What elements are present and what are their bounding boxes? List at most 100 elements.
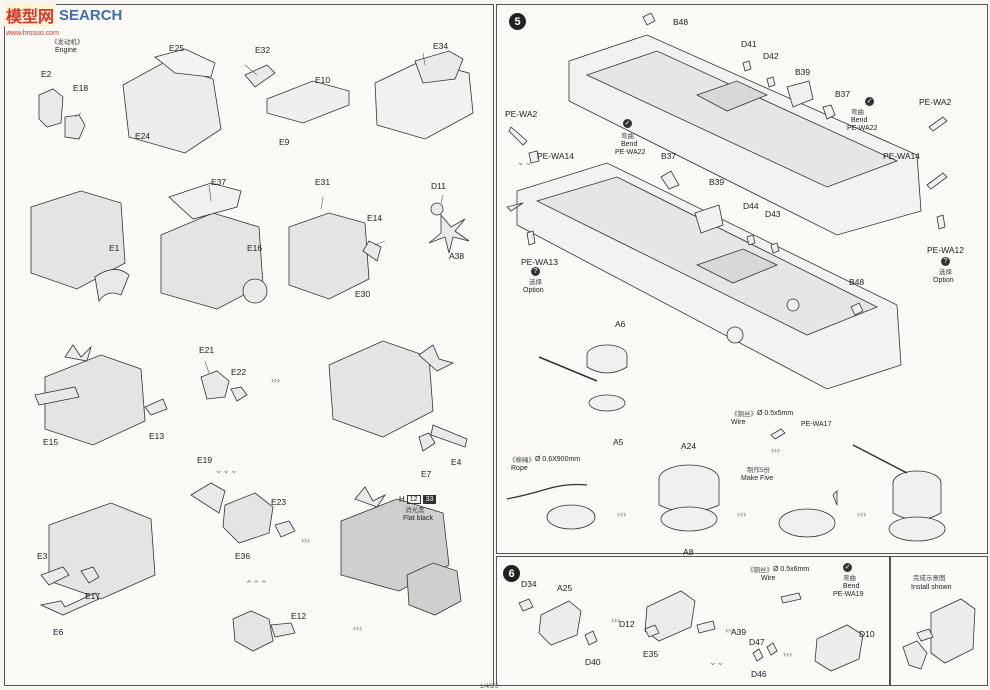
svg-text:›››: ››› [617,509,626,519]
page-number: 1/4/5/6 [480,684,499,690]
part-label: E2 [41,69,52,79]
svg-text:⌄⌄: ⌄⌄ [517,157,532,167]
part-label: PE-WA2 [505,109,538,119]
part-label: D34 [521,579,537,589]
part-label: E16 [247,243,263,253]
part-label: E12 [291,611,307,621]
part-label: D46 [751,669,767,679]
watermark-brand: 模型网 [4,3,57,27]
svg-text:›››: ››› [737,509,746,519]
svg-text:›››: ››› [725,625,734,635]
part-label: E37 [211,177,227,187]
svg-text:›››: ››› [611,615,620,625]
install-drawing [902,598,976,670]
bend-cn: 弯曲 [621,133,634,140]
part-label: D40 [585,657,601,667]
install-shown-panel: 完成示意图 Install shown [890,556,988,686]
option-cn: 选择 [529,279,542,286]
option-part: PE-WA12 [927,245,965,255]
engine-title: Engine [55,47,77,54]
part-label: D41 [741,39,757,49]
step-number: 6 [503,565,520,582]
svg-text:›››: ››› [771,445,780,455]
part-label: A6 [615,319,626,329]
part-label: E18 [73,83,89,93]
engine-drawings: ››› ⌄⌄⌄ ››› ⌃⌃⌃ ‹‹‹ [30,48,474,652]
part-label: A24 [681,441,697,451]
bend-part: PE-WA19 [833,591,864,598]
part-label: E10 [315,75,331,85]
rope-cn: 《棉绳》 [509,457,535,464]
engine-assembly-panel: ››› ⌄⌄⌄ ››› ⌃⌃⌃ ‹‹‹ 《发动机》 Engine E2 E18 … [4,4,494,686]
part-label: D47 [749,637,765,647]
svg-text:⌄⌄⌄: ⌄⌄⌄ [215,465,238,475]
bend-label: Bend [851,117,868,124]
engine-title-cn: 《发动机》 [51,39,84,46]
install-label: Install shown [911,584,952,591]
part-label: B37 [835,89,851,99]
part-label: E9 [279,137,290,147]
paint-callout: H 12 33 [399,495,437,504]
svg-text:‹‹‹: ‹‹‹ [353,623,362,633]
part-label: PE-WA14 [537,151,575,161]
part-label: D44 [743,201,759,211]
part-label: E3 [37,551,48,561]
option-part: PE-WA13 [521,257,559,267]
part-label: E6 [53,627,64,637]
part-label: E25 [169,43,185,53]
step-6-drawings: ››› ››› ⌄⌄ ››› [518,590,864,672]
part-label: D43 [765,209,781,219]
part-label: E1 [109,243,120,253]
make-five-label: Make Five [741,475,774,482]
part-label: A39 [731,627,747,637]
install-cn: 完成示意图 [913,575,946,582]
svg-text:›››: ››› [301,535,310,545]
bend-label: Bend [621,141,638,148]
svg-text:›››: ››› [783,649,792,659]
rope-label: Rope [511,465,528,472]
part-label: A5 [613,437,624,447]
bend-part: PE-WA22 [615,149,646,156]
wire-label: Wire [731,419,746,426]
part-label: A8 [683,547,694,557]
paint-name: Flat black [403,515,433,522]
part-label: D42 [763,51,779,61]
wire-size: Ø 0.5x6mm [773,566,810,573]
part-label: PE-WA17 [801,421,832,428]
bend-icon: ✓ [843,563,852,572]
part-label: E32 [255,45,271,55]
chassis-drawings: ⌄⌄ ››› ››› ››› ››› [506,12,948,542]
option-icon: ? [531,267,540,276]
paint-prefix: H [399,495,405,504]
part-label: E36 [235,551,251,561]
watermark-url: www.hrssuo.com [6,30,59,37]
part-label: E24 [135,131,151,141]
part-label: E31 [315,177,331,187]
part-label: E13 [149,431,165,441]
part-label: E30 [355,289,371,299]
bend-cn: 弯曲 [851,109,864,116]
rope-size: Ø 0.6X900mm [535,456,581,463]
paint-code-1: 12 [406,495,421,504]
part-label: PE-WA14 [883,151,921,161]
bend-part: PE-WA22 [847,125,878,132]
step-5-panel: 5 [496,4,988,557]
bend-label: Bend [843,583,860,590]
part-label: E35 [643,649,659,659]
paint-name-cn: 消光黑 [405,507,425,514]
part-label: E22 [231,367,247,377]
part-label: E19 [197,455,213,465]
part-label: E34 [433,41,449,51]
option-label: Option [933,277,954,284]
part-label: D12 [619,619,635,629]
svg-text:⌃⌃⌃: ⌃⌃⌃ [245,579,268,589]
option-icon: ? [941,257,950,266]
bend-icon: ✓ [623,119,632,128]
part-label: PE-WA2 [919,97,952,107]
part-label: A25 [557,583,573,593]
part-label: E14 [367,213,383,223]
wire-size: Ø 0.5x5mm [757,410,794,417]
part-label: D11 [431,181,446,191]
part-label: D10 [859,629,875,639]
part-label: B39 [795,67,811,77]
